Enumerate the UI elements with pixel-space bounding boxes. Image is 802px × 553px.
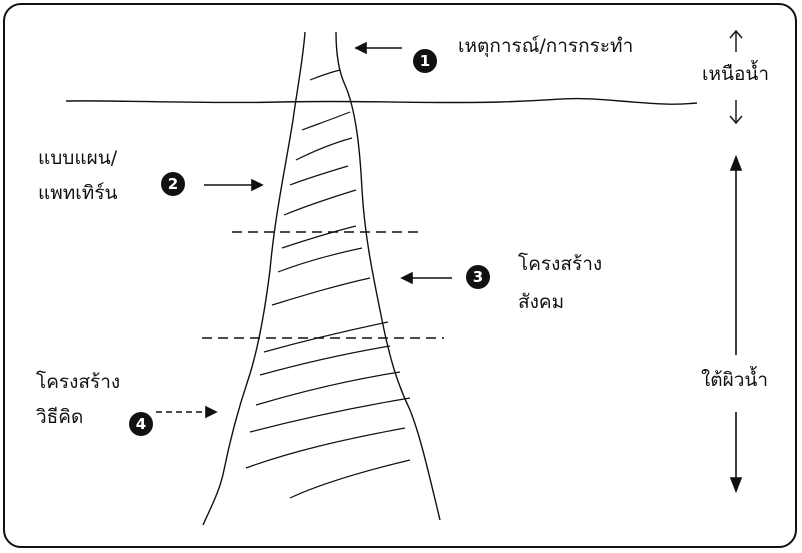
badge-2: 2 — [161, 172, 185, 196]
label-pattern-line2: แพทเทิร์น — [38, 181, 118, 207]
label-social-line1: โครงสร้าง — [518, 252, 602, 278]
arrow-2 — [204, 180, 262, 190]
iceberg-right-edge — [336, 32, 440, 520]
label-above-water: เหนือน้ำ — [702, 62, 769, 88]
label-mindset-line2: วิธีคิด — [36, 405, 83, 431]
label-social-line2: สังคม — [518, 290, 564, 316]
badge-1: 1 — [413, 49, 437, 73]
arrow-1 — [356, 43, 402, 53]
below-water-arrows — [731, 157, 741, 491]
label-mindset-line1: โครงสร้าง — [36, 370, 120, 396]
arrow-3 — [402, 273, 452, 283]
label-event: เหตุการณ์/การกระทำ — [458, 34, 633, 60]
label-pattern-line1: แบบแผน/ — [38, 146, 117, 172]
badge-4: 4 — [129, 412, 153, 436]
badge-3: 3 — [466, 265, 490, 289]
label-below-water: ใต้ผิวน้ำ — [701, 368, 768, 394]
water-surface-line — [66, 99, 697, 105]
iceberg-left-edge — [203, 32, 305, 525]
arrow-4-dashed — [156, 407, 216, 417]
iceberg-hatching — [246, 70, 410, 498]
